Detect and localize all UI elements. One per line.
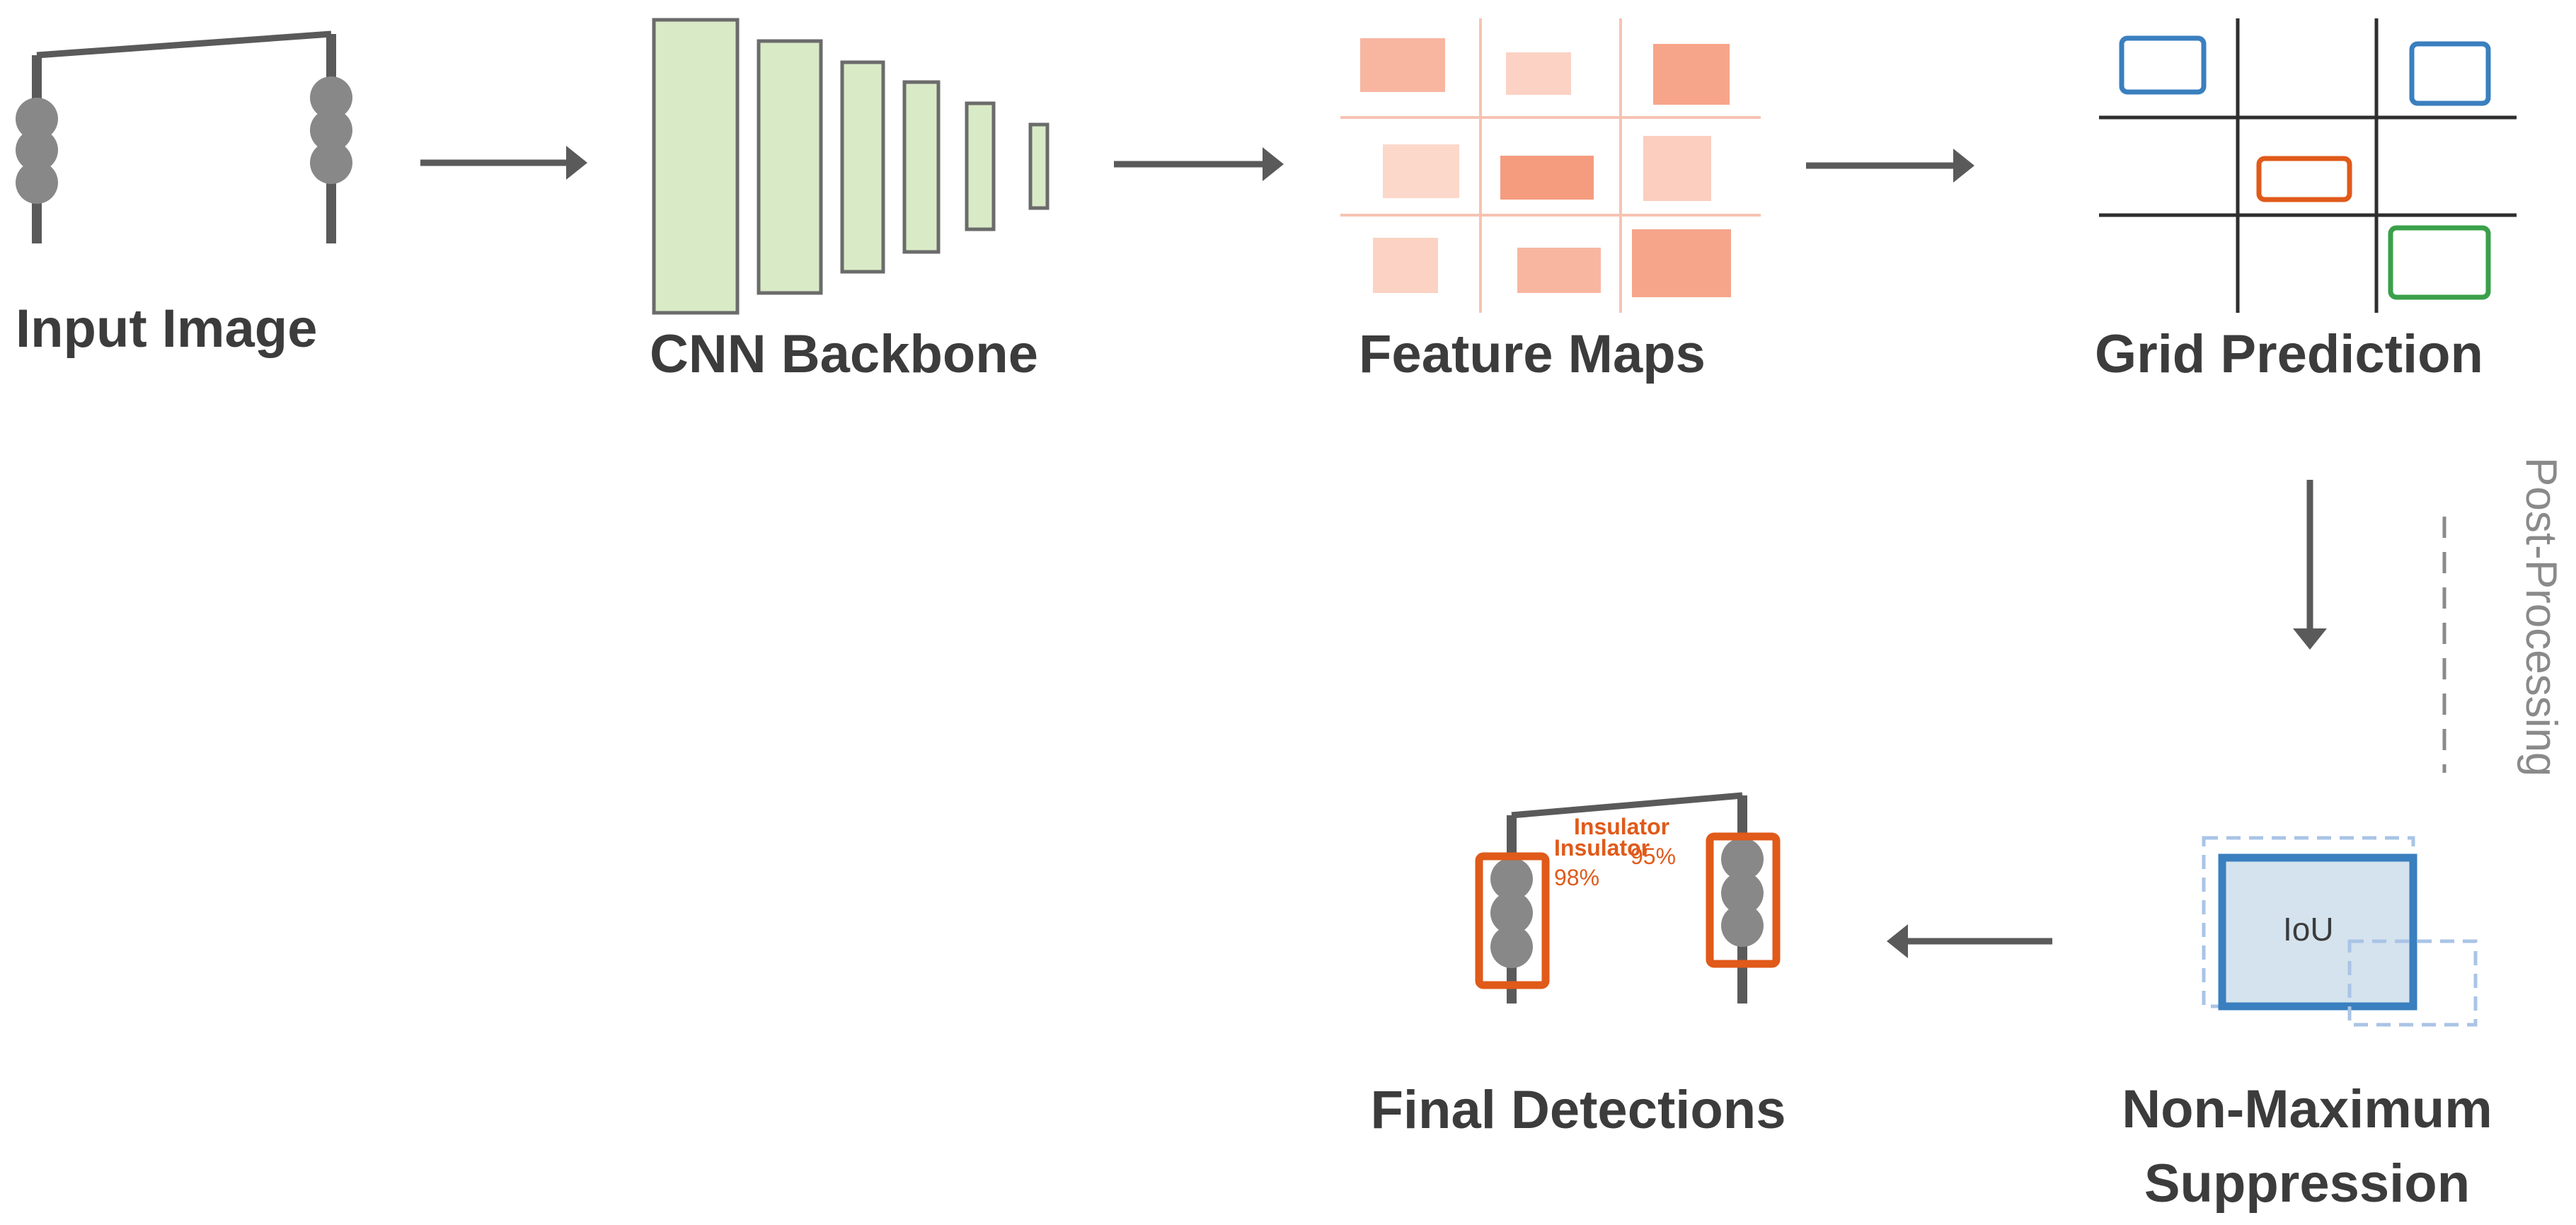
insulator-icon [1721, 838, 1764, 947]
nms-graphic [2202, 836, 2478, 1027]
post-processing-label: Post-Processing [2517, 457, 2565, 777]
stage-label-feature-maps: Feature Maps [1359, 324, 1706, 384]
detection-box [1706, 832, 1781, 968]
arrow-right-icon [420, 146, 587, 180]
arrow-right-icon [1114, 147, 1284, 181]
stage-label-final-detections: Final Detections [1370, 1080, 1786, 1140]
detection-label-left: Insulator [1554, 835, 1650, 861]
cnn-backbone-graphic [652, 18, 1050, 315]
insulator-icon [16, 98, 58, 204]
insulator-icon [310, 76, 352, 184]
detection-confidence-left: 98% [1554, 865, 1600, 890]
detection-box [1475, 852, 1550, 989]
arrow-down-icon [2293, 480, 2327, 650]
final-detections-graphic [1475, 792, 1781, 1003]
feature-maps-graphic [1340, 18, 1761, 313]
stage-label-nms: Non-Maximum Suppression [2122, 1079, 2492, 1214]
input-image-graphic [16, 30, 352, 243]
insulator-icon [1490, 858, 1533, 968]
grid-prediction-graphic [2099, 18, 2517, 313]
iou-label: IoU [2283, 911, 2334, 948]
detection-confidence-right: 95% [1631, 844, 1677, 869]
stage-label-grid-prediction: Grid Prediction [2095, 324, 2483, 384]
arrow-left-icon [1887, 924, 2052, 958]
stage-label-cnn-backbone: CNN Backbone [650, 324, 1038, 384]
detection-label-right: Insulator [1574, 814, 1670, 839]
stage-label-input-image: Input Image [16, 299, 318, 359]
arrow-right-icon [1806, 149, 1974, 183]
